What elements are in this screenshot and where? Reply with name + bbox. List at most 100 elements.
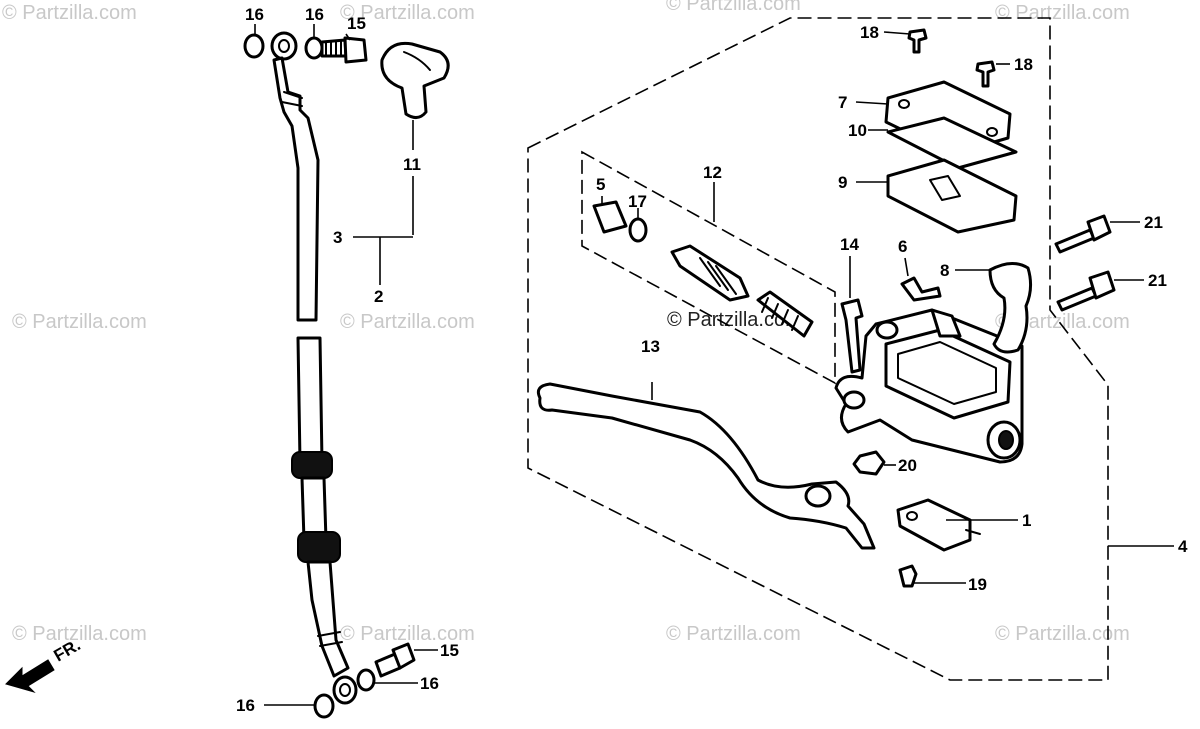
hose-lower-end bbox=[306, 560, 350, 678]
hose-crimp-lines bbox=[281, 91, 303, 107]
callout-13: 13 bbox=[641, 337, 660, 356]
clamp-holder-8 bbox=[988, 262, 1033, 354]
watermark: © Partzilla.com bbox=[2, 2, 137, 24]
brake-hose-assembly bbox=[243, 31, 416, 719]
watermark: © Partzilla.com bbox=[666, 623, 801, 645]
spring-coils bbox=[761, 297, 799, 331]
watermark: © Partzilla.com bbox=[12, 623, 147, 645]
piston-cup-5 bbox=[592, 200, 628, 234]
hose-grommet-upper bbox=[291, 451, 333, 479]
callout-12: 12 bbox=[703, 163, 722, 182]
front-arrow-icon bbox=[5, 659, 55, 694]
piston-kit-outline-12 bbox=[581, 150, 836, 385]
hose-grommet-lower bbox=[297, 531, 341, 563]
hose-segment bbox=[300, 476, 328, 542]
piston-kit bbox=[592, 200, 814, 338]
callout-labels: 16 16 15 11 3 2 5 17 12 13 14 6 8 7 10 9… bbox=[236, 5, 1188, 715]
banjo-hole bbox=[278, 39, 290, 53]
hose-lower-top bbox=[296, 336, 324, 464]
sealing-washer-top-left bbox=[243, 33, 265, 59]
mount-tab bbox=[930, 308, 962, 338]
callout-6: 6 bbox=[898, 237, 907, 256]
screw-6 bbox=[900, 276, 942, 302]
lever-pivot-hole bbox=[804, 484, 832, 508]
return-spring bbox=[756, 290, 814, 338]
callout-16: 16 bbox=[420, 674, 439, 693]
callout-3: 3 bbox=[333, 228, 342, 247]
nut-20 bbox=[852, 450, 886, 476]
callout-11: 11 bbox=[403, 155, 421, 174]
rubber-boot bbox=[380, 41, 450, 119]
switch-screw-hole bbox=[906, 511, 918, 521]
cap-screw-hole bbox=[898, 99, 910, 109]
diaphragm-plate-10 bbox=[886, 116, 1018, 170]
callout-8: 8 bbox=[940, 261, 949, 280]
cap-screw-hole bbox=[986, 127, 998, 137]
callout-1: 1 bbox=[1022, 511, 1031, 530]
seal-17 bbox=[628, 217, 648, 243]
reservoir-cap-parts bbox=[884, 28, 1018, 234]
watermark: © Partzilla.com bbox=[666, 0, 801, 15]
sealing-washer-bottom-right bbox=[356, 668, 376, 692]
holder-bolt-21-lower-thread bbox=[1056, 286, 1098, 312]
callout-9: 9 bbox=[838, 173, 847, 192]
assembly-outline-4 bbox=[527, 17, 1109, 681]
lever-pivot-boss bbox=[842, 390, 866, 410]
callout-16: 16 bbox=[245, 5, 264, 24]
banjo-fitting-top bbox=[270, 31, 298, 61]
boot-detail bbox=[403, 51, 431, 71]
diaphragm-boss bbox=[929, 175, 961, 201]
bolt-threads bbox=[325, 39, 342, 57]
watermark: © Partzilla.com bbox=[995, 623, 1130, 645]
watermark-group: © Partzilla.com © Partzilla.com © Partzi… bbox=[2, 0, 1130, 645]
brake-lever-13 bbox=[536, 382, 876, 550]
banjo-fitting-bottom bbox=[332, 675, 358, 705]
banjo-hole bbox=[339, 683, 351, 697]
leader-lines bbox=[254, 24, 1174, 706]
callout-4: 4 bbox=[1178, 537, 1188, 556]
watermark-center: © Partzilla.com bbox=[667, 309, 802, 331]
screw-18-right bbox=[975, 60, 996, 88]
callout-19: 19 bbox=[968, 575, 987, 594]
watermark: © Partzilla.com bbox=[12, 311, 147, 333]
outlet-hole bbox=[998, 430, 1014, 450]
pivot-boss bbox=[875, 320, 899, 340]
piston-rod-rings bbox=[699, 257, 737, 295]
callout-21: 21 bbox=[1144, 213, 1163, 232]
sealing-washer-bottom-left bbox=[313, 693, 335, 719]
watermark: © Partzilla.com bbox=[340, 2, 475, 24]
pivot-bolt-14 bbox=[840, 298, 864, 374]
callout-18: 18 bbox=[860, 23, 879, 42]
callout-5: 5 bbox=[596, 175, 605, 194]
callout-18: 18 bbox=[1014, 55, 1033, 74]
callout-21: 21 bbox=[1148, 271, 1167, 290]
callout-2: 2 bbox=[374, 287, 383, 306]
switch-terminal bbox=[965, 529, 981, 535]
callout-16: 16 bbox=[236, 696, 255, 715]
diaphragm-9 bbox=[886, 158, 1018, 234]
callout-20: 20 bbox=[898, 456, 917, 475]
callout-14: 14 bbox=[840, 235, 859, 254]
watermark: © Partzilla.com bbox=[340, 623, 475, 645]
hose-upper bbox=[272, 56, 320, 322]
watermark: © Partzilla.com bbox=[995, 311, 1130, 333]
holder-bolt-21-lower-head bbox=[1088, 270, 1116, 300]
reservoir-inner bbox=[897, 341, 997, 405]
banjo-bolt-bottom-head bbox=[391, 642, 416, 670]
callout-7: 7 bbox=[838, 93, 847, 112]
callout-15: 15 bbox=[440, 641, 459, 660]
banjo-bolt-top-head bbox=[343, 36, 368, 64]
watermark: © Partzilla.com bbox=[995, 2, 1130, 24]
holder-bolt-21-upper-thread bbox=[1054, 228, 1096, 254]
screw-18-top bbox=[907, 28, 928, 54]
hose-boot-11 bbox=[380, 41, 450, 119]
holder-bolt-21-upper-head bbox=[1086, 214, 1112, 242]
sealing-washer-top-right bbox=[304, 36, 324, 60]
hose-fitting-lines bbox=[317, 631, 343, 647]
callout-16: 16 bbox=[305, 5, 324, 24]
screw-19 bbox=[898, 564, 918, 588]
master-cylinder-body bbox=[834, 308, 1024, 464]
watermark: © Partzilla.com bbox=[340, 311, 475, 333]
callout-17: 17 bbox=[628, 192, 647, 211]
